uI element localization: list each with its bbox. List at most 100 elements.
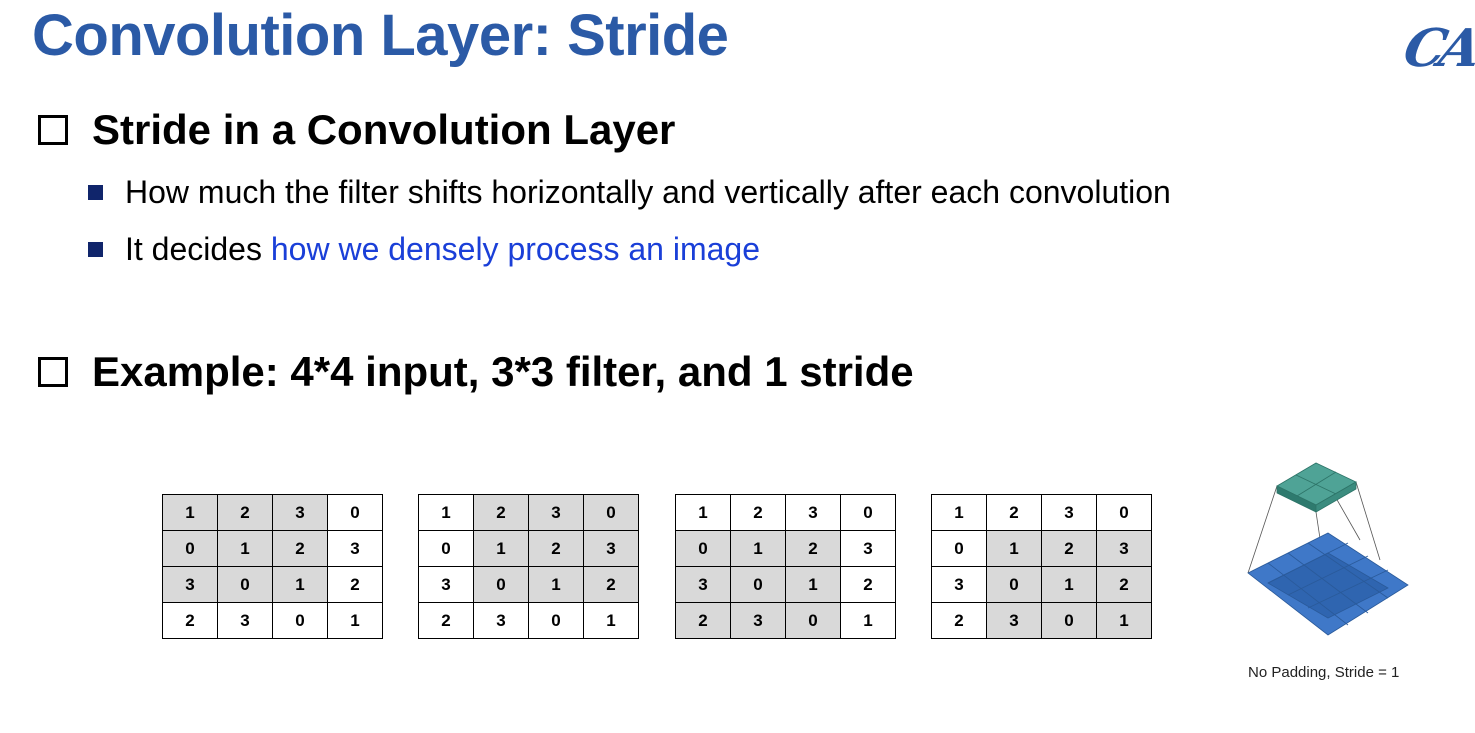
grid-cell: 0 [986, 566, 1042, 603]
grid-cell: 0 [528, 602, 584, 639]
grid-cell: 3 [1096, 530, 1152, 567]
grid-cell: 2 [583, 566, 639, 603]
grid-cell: 2 [1041, 530, 1097, 567]
grid-cell: 0 [583, 494, 639, 531]
section-heading-example: Example: 4*4 input, 3*3 filter, and 1 st… [38, 348, 914, 396]
grid-cell: 0 [418, 530, 474, 567]
bullet-item: It decides how we densely process an ima… [88, 231, 760, 268]
grid-cell: 0 [162, 530, 218, 567]
input-plane [1247, 532, 1409, 636]
grid-cell: 1 [675, 494, 731, 531]
bullet-text: How much the filter shifts horizontally … [125, 174, 1171, 210]
grid-cell: 1 [1041, 566, 1097, 603]
square-bullet-icon [88, 242, 103, 257]
grid-cell: 1 [272, 566, 328, 603]
grid-cell: 0 [272, 602, 328, 639]
slide-title: Convolution Layer: Stride [32, 3, 729, 68]
grid-cell: 3 [986, 602, 1042, 639]
grid-cell: 0 [473, 566, 529, 603]
checkbox-bullet-icon [38, 115, 68, 145]
grid-cell: 3 [785, 494, 841, 531]
square-bullet-icon [88, 185, 103, 200]
grid-cell: 2 [785, 530, 841, 567]
section-heading-stride: Stride in a Convolution Layer [38, 106, 675, 154]
grid-cell: 1 [931, 494, 987, 531]
grid-cell: 3 [418, 566, 474, 603]
grid-cell: 2 [217, 494, 273, 531]
grid-cell: 1 [528, 566, 584, 603]
grid-cell: 0 [675, 530, 731, 567]
grid-cell: 1 [1096, 602, 1152, 639]
grid-cell: 3 [675, 566, 731, 603]
grid-cell: 1 [840, 602, 896, 639]
grid-cell: 0 [840, 494, 896, 531]
grid-cell: 2 [931, 602, 987, 639]
grid-cell: 2 [840, 566, 896, 603]
grid-cell: 0 [1041, 602, 1097, 639]
bullet-text: It decides [125, 231, 271, 267]
grid-cell: 2 [418, 602, 474, 639]
grid-cell: 0 [730, 566, 786, 603]
grid-cell: 1 [217, 530, 273, 567]
convolution-diagram [1247, 462, 1409, 636]
grid-cell: 0 [1096, 494, 1152, 531]
checkbox-bullet-icon [38, 357, 68, 387]
output-plane [1276, 462, 1357, 513]
grid-cell: 3 [473, 602, 529, 639]
grid-cell: 1 [473, 530, 529, 567]
grid-cell: 0 [931, 530, 987, 567]
grid-cell: 0 [327, 494, 383, 531]
logo: CA [1398, 18, 1475, 79]
grid-cell: 1 [730, 530, 786, 567]
grid-cell: 2 [272, 530, 328, 567]
grid-cell: 3 [528, 494, 584, 531]
grid-cell: 1 [418, 494, 474, 531]
diagram-caption: No Padding, Stride = 1 [1248, 664, 1400, 681]
grid-cell: 1 [785, 566, 841, 603]
grid-cell: 2 [327, 566, 383, 603]
grid-cell: 2 [1096, 566, 1152, 603]
grid-cell: 0 [217, 566, 273, 603]
grid-cell: 1 [327, 602, 383, 639]
grid-cell: 3 [730, 602, 786, 639]
grid-cell: 3 [272, 494, 328, 531]
grid-cell: 3 [840, 530, 896, 567]
grid-cell: 1 [162, 494, 218, 531]
grid-cell: 3 [217, 602, 273, 639]
bullet-item: How much the filter shifts horizontally … [88, 174, 1171, 211]
grid-cell: 3 [1041, 494, 1097, 531]
bullet-highlight-text: how we densely process an image [270, 231, 761, 267]
section-heading-text: Stride in a Convolution Layer [92, 106, 676, 153]
grid-cell: 2 [162, 602, 218, 639]
grid-cell: 3 [162, 566, 218, 603]
grid-cell: 2 [986, 494, 1042, 531]
grid-cell: 3 [583, 530, 639, 567]
section-heading-text: Example: 4*4 input, 3*3 filter, and 1 st… [92, 348, 914, 395]
grid-cell: 2 [675, 602, 731, 639]
grid-cell: 1 [986, 530, 1042, 567]
grid-cell: 2 [730, 494, 786, 531]
grid-cell: 3 [931, 566, 987, 603]
grid-cell: 0 [785, 602, 841, 639]
grid-cell: 2 [528, 530, 584, 567]
grid-cell: 2 [473, 494, 529, 531]
